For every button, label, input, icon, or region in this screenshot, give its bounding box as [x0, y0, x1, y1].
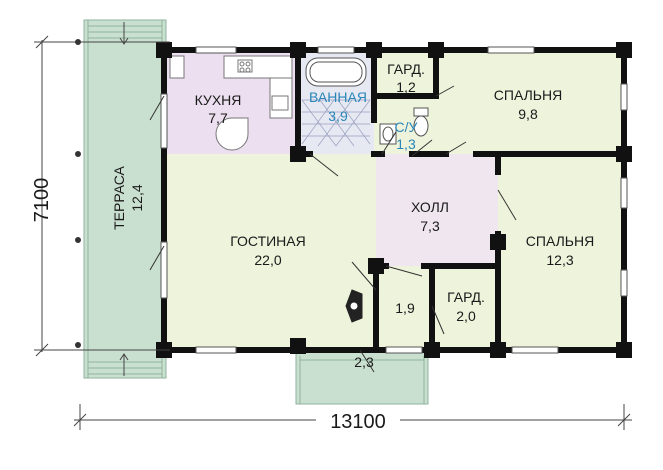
bathtub-icon	[305, 57, 367, 87]
hall-fill	[376, 154, 498, 266]
hall-area: 7,3	[420, 218, 440, 234]
terrace-steps-bottom	[88, 361, 162, 375]
wall-posts	[156, 42, 632, 358]
bedroom-top-area: 9,8	[518, 106, 538, 122]
terrace-steps-top	[88, 25, 162, 39]
living-fill	[166, 154, 376, 350]
bedroom-top-name: СПАЛЬНЯ	[494, 87, 562, 103]
windows	[160, 46, 628, 354]
kitchen-name: КУХНЯ	[195, 92, 242, 108]
kitchen-counter-icon	[169, 55, 293, 119]
hall-name: ХОЛЛ	[411, 199, 449, 215]
small-room-fill	[376, 266, 432, 350]
kitchen-table-icon	[215, 117, 249, 151]
bath-tile-pattern	[301, 99, 371, 147]
toilet-icon	[413, 107, 429, 137]
door-swings	[149, 85, 517, 373]
wardrobe-top-fill	[374, 50, 436, 96]
wc-area: 1,3	[396, 136, 416, 152]
living-name: ГОСТИНАЯ	[230, 233, 306, 249]
wardrobe-bottom-area: 2,0	[456, 308, 476, 324]
dimension-height: 7100	[31, 178, 53, 223]
small-room-area: 1,9	[395, 300, 415, 316]
bathroom-name: ВАННАЯ	[309, 89, 367, 105]
bedroom-right-area: 12,3	[546, 252, 573, 268]
bedroom-top-fill	[436, 50, 622, 154]
dimension-ticks-vertical	[75, 39, 81, 348]
wardrobe-bottom-name: ГАРД.	[447, 289, 485, 305]
dimension-label-bg	[316, 408, 400, 432]
kitchen-area: 7,7	[208, 110, 228, 126]
walls	[161, 47, 627, 353]
porch-lines	[299, 356, 425, 404]
terrace-area	[83, 19, 167, 379]
entrance-area: 2,3	[354, 354, 374, 370]
wardrobe-bottom-fill	[432, 266, 498, 350]
bedroom-right-fill	[498, 154, 622, 350]
wardrobe-top-area: 1,2	[396, 79, 416, 95]
dimension-width: 13100	[330, 411, 386, 433]
wardrobe-top-name: ГАРД.	[387, 61, 425, 77]
terrace-arrows	[119, 22, 129, 376]
terrace-area: 12,4	[129, 184, 145, 211]
terrace-name: ТЕРРАСА	[111, 165, 127, 229]
living-area: 22,0	[254, 252, 281, 268]
bathroom-area: 3,9	[328, 108, 348, 124]
fireplace-icon	[345, 289, 363, 323]
bedroom-right-name: СПАЛЬНЯ	[526, 233, 594, 249]
dimension-line-vertical	[34, 35, 170, 357]
wc-name: С/У	[395, 119, 418, 135]
